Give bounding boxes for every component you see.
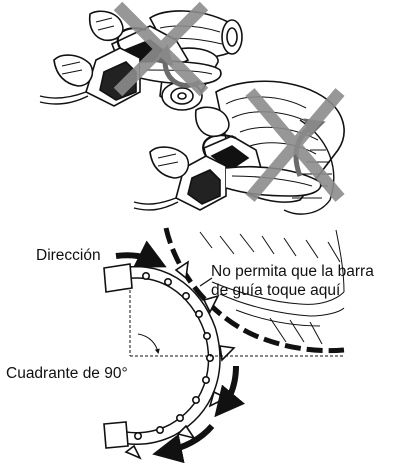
direction-arrow [115,240,167,268]
kickback-diagram [103,227,345,464]
wood-boundary-curve [163,227,345,354]
top-illustration [39,1,243,111]
top-prohibition-cross-icon [113,1,209,97]
warning-label: No permita que la barra de guía toque aq… [211,262,374,300]
warning-label-line1: No permita que la barra [211,263,374,280]
top-hands [53,10,124,87]
middle-hands [149,106,230,179]
middle-prohibition-cross-icon [245,88,345,202]
quadrant-label: Cuadrante de 90° [6,365,128,382]
warning-label-line2: de guía toque aquí [211,282,341,299]
chain-travel-arrow-2 [152,423,215,464]
warning-pointer-arrow [199,277,213,287]
middle-illustration [133,80,345,215]
chain-travel-arrow-1 [214,365,246,418]
quadrant-angle-arc [137,333,160,354]
saw-chain-icon [103,260,236,460]
direction-label: Dirección [36,247,101,264]
wood-grain [199,229,345,345]
